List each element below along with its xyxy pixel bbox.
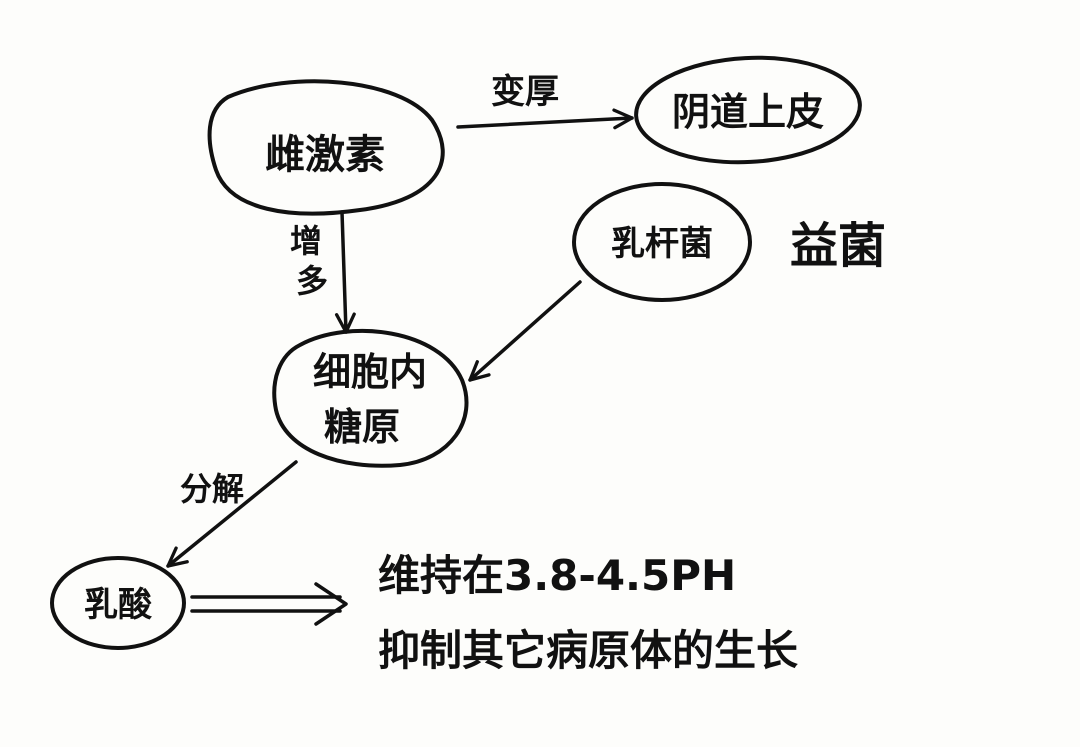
node-lactobacillus-label: 乳杆菌	[611, 224, 713, 264]
node-estrogen-label: 雌激素	[265, 132, 385, 178]
node-estrogen: 雌激素	[207, 79, 445, 216]
node-estrogen-outline	[207, 79, 445, 216]
node-lactobacillus-outline	[572, 182, 752, 302]
node-glycogen-outline	[272, 328, 469, 468]
arrow-estrogen-to-epithelium	[456, 108, 634, 130]
node-lactic-acid-label: 乳酸	[84, 585, 153, 625]
label-decompose: 分解	[180, 470, 244, 508]
result-line1: 维持在3.8-4.5PH	[378, 551, 736, 600]
node-glycogen: 细胞内 糖原	[272, 328, 469, 468]
arrow-lactobacillus-to-glycogen	[468, 280, 582, 382]
arrow-estrogen-to-glycogen	[334, 210, 356, 334]
node-glycogen-label-line2: 糖原	[324, 405, 400, 449]
result-line2: 抑制其它病原体的生长	[378, 626, 798, 675]
side-note-label: 益菌	[790, 218, 886, 274]
node-lactic-acid-outline	[50, 556, 186, 650]
node-vaginal-epithelium-label: 阴道上皮	[672, 90, 824, 134]
double-arrow-lactic-acid-to-result	[190, 582, 348, 626]
node-vaginal-epithelium-outline	[634, 55, 862, 165]
label-thicken: 变厚	[491, 72, 559, 112]
node-vaginal-epithelium: 阴道上皮	[634, 55, 862, 165]
node-lactobacillus: 乳杆菌	[572, 182, 752, 302]
node-glycogen-label-line1: 细胞内	[313, 350, 427, 394]
label-increase-line2: 多	[296, 262, 328, 300]
label-increase-line1: 增	[290, 222, 322, 260]
arrow-glycogen-to-lactic-acid	[166, 460, 298, 568]
node-lactic-acid: 乳酸	[50, 556, 186, 650]
